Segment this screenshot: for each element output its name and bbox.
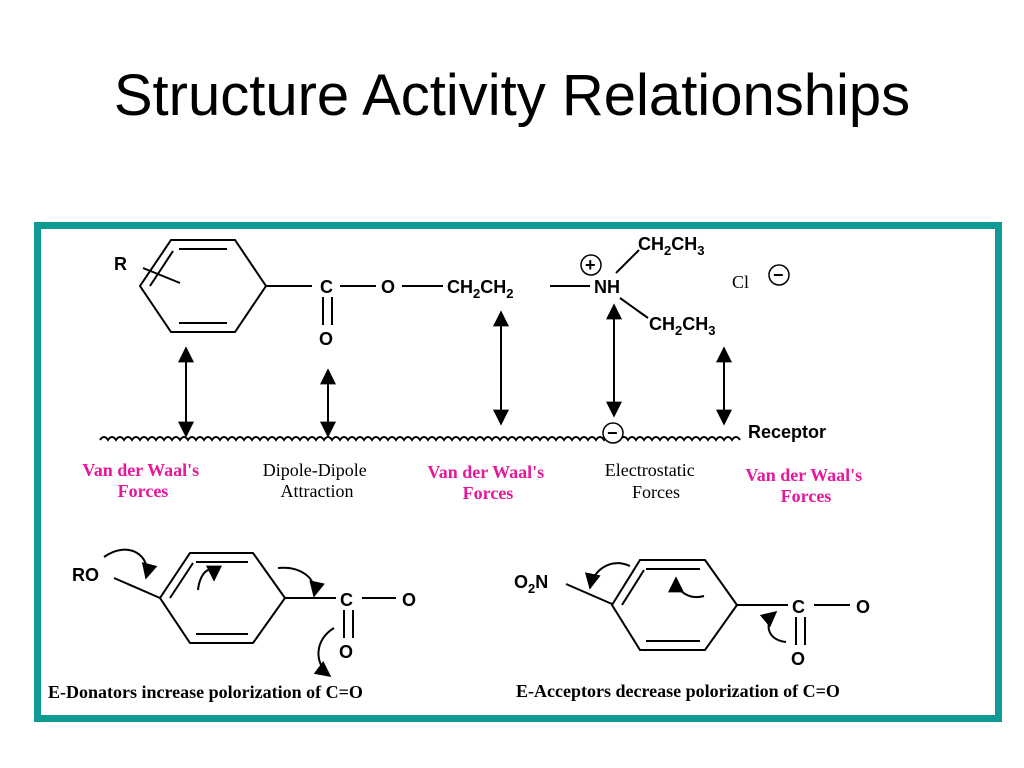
plus-sign: + [585, 255, 596, 275]
procaine-molecule: R C O O CH2CH2 NH + CH2CH3 CH2CH3 Cl − [114, 234, 790, 349]
donor-caption: E-Donators increase polorization of C=O [48, 682, 363, 702]
interaction-label-1: Van der Waal's Forces [82, 460, 203, 501]
acceptor-curved-arrow-1 [584, 562, 631, 590]
r-group: R [114, 254, 127, 274]
ester-oxygen: O [381, 277, 395, 297]
receptor-charge: − [607, 423, 618, 443]
acceptor-caption: E-Acceptors decrease polorization of C=O [516, 681, 840, 701]
receptor-charge-icon [602, 422, 624, 444]
carbonyl-oxygen: O [319, 329, 333, 349]
chloride-minus-sign: − [773, 265, 784, 285]
donor-benzene-ring [158, 552, 287, 644]
ethyl-upper: CH2CH3 [638, 234, 704, 258]
interaction-label-5: Van der Waal's Forces [745, 465, 866, 506]
donor-curved-arrow-4 [313, 627, 335, 677]
interaction-label-2: Dipole-Dipole Attraction [263, 460, 371, 501]
r-bond [142, 267, 181, 284]
donor-substituent: RO [72, 565, 99, 585]
acceptor-carbonyl-oxygen: O [791, 649, 805, 669]
donor-carbonyl-oxygen: O [339, 642, 353, 662]
receptor-label: Receptor [748, 422, 826, 442]
acceptor-curved-arrow-3 [759, 610, 787, 643]
acceptor-curved-arrow-2 [668, 576, 705, 598]
ethylene-chain: CH2CH2 [447, 277, 513, 301]
acceptor-carbonyl-carbon: C [792, 597, 805, 617]
acceptor-substituent: O2N [514, 572, 548, 596]
donor-carbonyl-carbon: C [340, 590, 353, 610]
plus-charge-icon [580, 254, 602, 276]
ethyl-lower: CH2CH3 [649, 314, 715, 338]
donor-ester-oxygen: O [402, 590, 416, 610]
receptor-surface [99, 436, 741, 442]
carbonyl-carbon: C [320, 277, 333, 297]
interaction-label-4: Electrostatic Forces [605, 460, 699, 502]
chloride-ion: Cl [732, 272, 749, 292]
interaction-arrows [178, 303, 732, 438]
minus-charge-icon [768, 264, 790, 286]
diagram-frame [34, 222, 1002, 722]
interaction-label-3: Van der Waal's Forces [427, 462, 548, 503]
benzene-ring [138, 239, 268, 333]
donor-curved-arrow-2 [197, 565, 222, 591]
donor-curved-arrow-1 [103, 548, 158, 580]
acceptor-ester-oxygen: O [856, 597, 870, 617]
donor-curved-arrow-3 [277, 566, 325, 598]
donor-example: RO C O O E-Donators increase polorizatio… [48, 548, 416, 702]
acceptor-example: O2N C O O E-Acceptors decrease polorizat… [514, 559, 870, 701]
acceptor-benzene-ring [610, 559, 739, 651]
ammonium-nitrogen: NH [594, 277, 620, 297]
interaction-labels: Van der Waal's Forces Dipole-Dipole Attr… [82, 460, 866, 506]
slide-title: Structure Activity Relationships [113, 63, 911, 128]
